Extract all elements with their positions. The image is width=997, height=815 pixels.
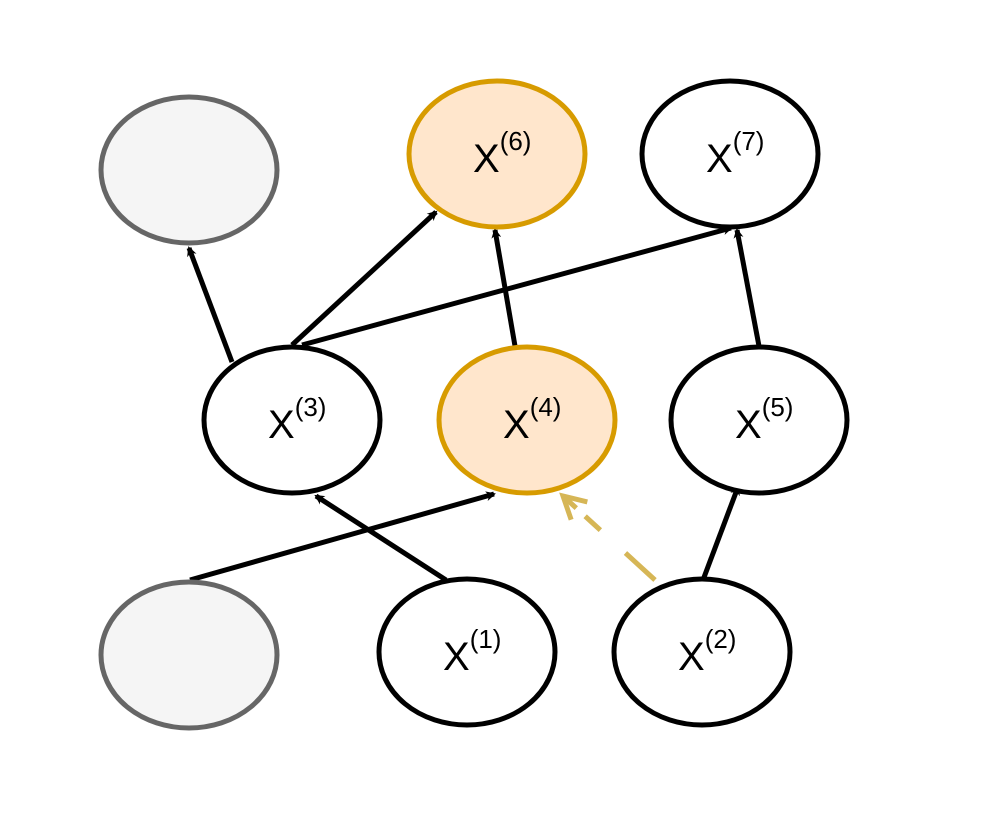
node-ellipse: [201, 344, 383, 496]
edge-n3-to-n7: [301, 225, 733, 348]
node-label-superscript: (6): [500, 126, 532, 156]
node-label-base: X: [678, 635, 705, 679]
node-e2: [98, 579, 280, 731]
node-label-superscript: (3): [295, 392, 327, 422]
node-n3: X(3): [201, 344, 383, 496]
edge-n5-to-n7: [733, 228, 762, 347]
node-ellipse: [436, 344, 618, 496]
node-n4: X(4): [436, 344, 618, 496]
node-label-base: X: [443, 635, 470, 679]
node-label-superscript: (7): [733, 126, 765, 156]
node-label-superscript: (2): [705, 624, 737, 654]
node-ellipse: [639, 78, 821, 230]
node-ellipse: [406, 78, 588, 230]
edge-n3-to-e1: [186, 246, 235, 363]
nodes-layer: X(1)X(2)X(3)X(4)X(5)X(6)X(7): [98, 78, 850, 731]
node-label: X(6): [473, 126, 531, 181]
node-label-base: X: [473, 137, 500, 181]
node-label: X(3): [268, 392, 326, 447]
node-label: X(4): [503, 392, 561, 447]
node-n1: X(1): [376, 576, 558, 728]
node-label-superscript: (1): [470, 624, 502, 654]
node-label-base: X: [268, 403, 295, 447]
node-e1: [98, 94, 280, 246]
node-ellipse: [668, 344, 850, 496]
node-ellipse: [98, 94, 280, 246]
edge-n2-to-n4: [583, 514, 657, 582]
edge-arrowshaft-n2-to-n4: [561, 494, 578, 510]
edge-n4-to-n6: [491, 228, 518, 347]
node-n2: X(2): [611, 576, 793, 728]
edges-layer: [186, 210, 762, 583]
edge-n1-to-n3: [314, 493, 448, 583]
node-label-base: X: [735, 403, 762, 447]
node-ellipse: [98, 579, 280, 731]
node-label-superscript: (5): [762, 392, 794, 422]
node-n7: X(7): [639, 78, 821, 230]
node-label-superscript: (4): [530, 392, 562, 422]
node-label: X(2): [678, 624, 736, 679]
node-n5: X(5): [668, 344, 850, 496]
node-ellipse: [611, 576, 793, 728]
node-label: X(5): [735, 392, 793, 447]
node-label: X(1): [443, 624, 501, 679]
edge-n2-to-n5: [700, 485, 741, 581]
edge-n3-to-n6: [290, 210, 438, 347]
node-label-base: X: [706, 137, 733, 181]
node-label-base: X: [503, 403, 530, 447]
edge-e2-to-n4: [189, 491, 496, 583]
node-label: X(7): [706, 126, 764, 181]
node-ellipse: [376, 576, 558, 728]
node-n6: X(6): [406, 78, 588, 230]
